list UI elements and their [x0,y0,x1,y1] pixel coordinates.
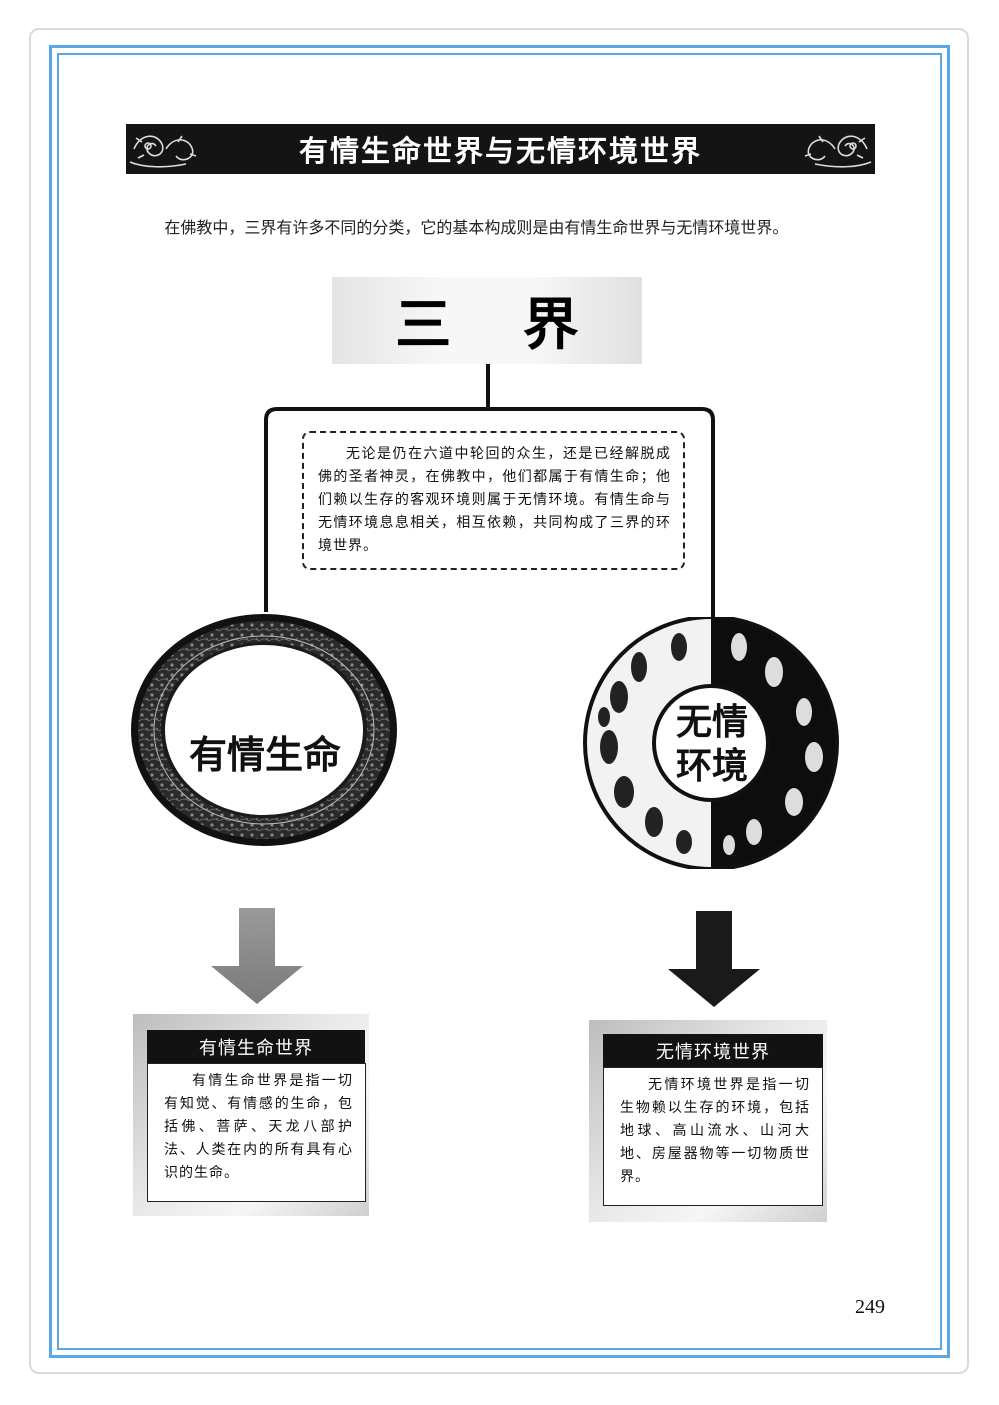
page-outer-frame [29,28,969,1374]
environment-wheel-image [583,617,839,869]
sentient-life-card: 有情生命世界 有情生命世界是指一切有知觉、有情感的生命，包括佛、菩萨、天龙八部护… [133,1014,369,1216]
three-realms-heading-box: 三 界 [332,277,642,364]
environment-card-text: 无情环境世界是指一切生物赖以生存的环境，包括地球、高山流水、山河大地、房屋器物等… [620,1077,810,1185]
sentient-life-label: 有情生命 [188,732,341,777]
description-text: 无论是仍在六道中轮回的众生，还是已经解脱成佛的圣者神灵，在佛教中，他们都属于有情… [318,446,671,554]
tree-connector-lines [264,364,715,620]
environment-card-body: 无情环境世界是指一切生物赖以生存的环境，包括地球、高山流水、山河大地、房屋器物等… [603,1067,823,1206]
sentient-life-card-body: 有情生命世界是指一切有知觉、有情感的生命，包括佛、菩萨、天龙八部护法、人类在内的… [147,1063,366,1202]
dragon-ornament-left-icon [129,135,197,168]
intro-paragraph: 在佛教中，三界有许多不同的分类，它的基本构成则是由有情生命世界与无情环境世界。 [164,218,789,237]
title-dot [367,148,372,153]
down-arrow-gray-icon [211,908,303,1004]
down-arrow-dark-icon [668,911,760,1007]
description-box: 无论是仍在六道中轮回的众生，还是已经解脱成佛的圣者神灵，在佛教中，他们都属于有情… [302,431,685,570]
page-title: 有情生命世界与无情环境世界 [298,134,702,168]
sentient-life-ring-image [131,614,397,846]
page-number: 249 [855,1296,885,1318]
dragon-ornament-right-icon [804,135,872,168]
three-realms-heading: 三 界 [395,293,605,358]
environment-label: 无情 环境 [660,700,764,788]
environment-label-line2: 环境 [675,745,748,787]
title-banner: 有情生命世界与无情环境世界 [126,124,875,174]
sentient-life-card-text: 有情生命世界是指一切有知觉、有情感的生命，包括佛、菩萨、天龙八部护法、人类在内的… [164,1073,353,1181]
sentient-life-card-title: 有情生命世界 [147,1030,365,1063]
environment-label-line1: 无情 [675,701,748,743]
environment-card-title: 无情环境世界 [603,1034,823,1067]
environment-card: 无情环境世界 无情环境世界是指一切生物赖以生存的环境，包括地球、高山流水、山河大… [589,1020,827,1222]
page-border [49,45,950,1358]
